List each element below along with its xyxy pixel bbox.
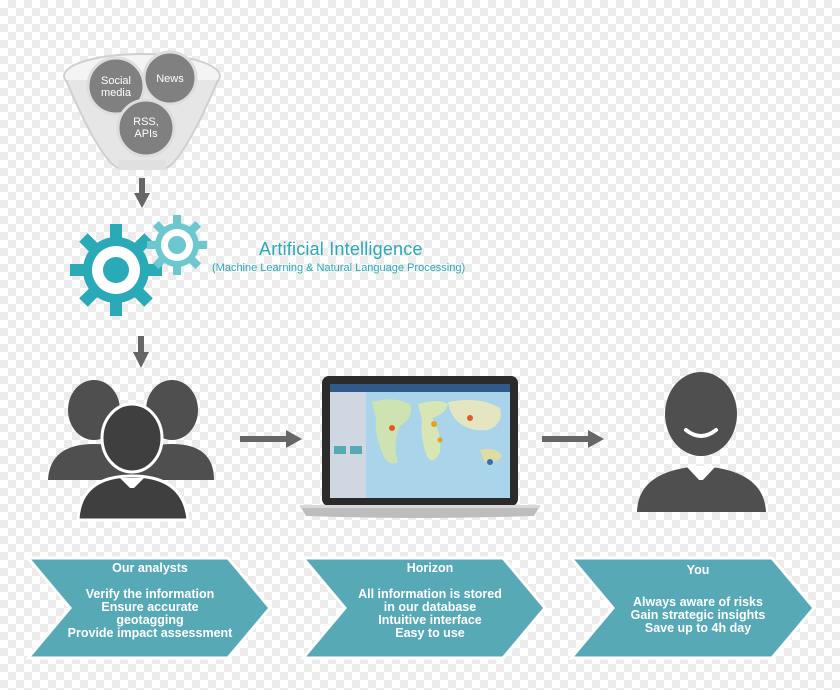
step-horizon-line-2: in our database [383, 600, 477, 614]
user-icon [637, 372, 766, 512]
step-horizon-text: Horizon All information is stored in our… [335, 562, 525, 640]
laptop-icon [300, 376, 540, 518]
step-you-line-2: Gain strategic insights [630, 608, 766, 622]
step-analysts-title: Our analysts [112, 561, 188, 575]
down-arrow-1-icon [134, 178, 150, 208]
gears-icon [70, 215, 207, 316]
step-analysts-line-4: Provide impact assessment [67, 626, 233, 640]
step-horizon-line-1: All information is stored [358, 587, 502, 601]
step-you-text: You Always aware of risks Gain strategic… [603, 564, 793, 635]
step-horizon-line-4: Easy to use [395, 626, 465, 640]
step-horizon-title: Horizon [406, 561, 454, 575]
step-chevron-2 [299, 556, 547, 660]
step-analysts-text: Our analysts Verify the information Ensu… [55, 562, 245, 640]
news-bubble [142, 50, 198, 106]
step-analysts-line-2: Ensure accurate [101, 600, 199, 614]
step-you-line-3: Save up to 4h day [644, 621, 752, 635]
step-you-title: You [686, 563, 710, 577]
news-label: News [156, 73, 184, 85]
right-arrow-2-icon [542, 430, 604, 448]
analysts-group-icon [48, 380, 214, 522]
step-analysts-line-3: geotagging [116, 613, 184, 627]
step-chevron-1 [24, 556, 272, 660]
down-arrow-2-icon [133, 336, 149, 368]
step-chevron-3 [567, 556, 816, 660]
step-horizon-line-3: Intuitive interface [378, 613, 482, 627]
ai-subtitle: (Machine Learning & Natural Language Pro… [212, 262, 466, 274]
right-arrow-1-icon [240, 430, 302, 448]
social-media-label: Social media [101, 75, 131, 99]
rss-apis-bubble [116, 98, 176, 158]
step-analysts-line-1: Verify the information [85, 587, 215, 601]
rss-apis-label: RSS, APIs [133, 116, 159, 140]
ai-title: Artificial Intelligence [259, 239, 423, 259]
step-you-line-1: Always aware of risks [633, 595, 763, 609]
